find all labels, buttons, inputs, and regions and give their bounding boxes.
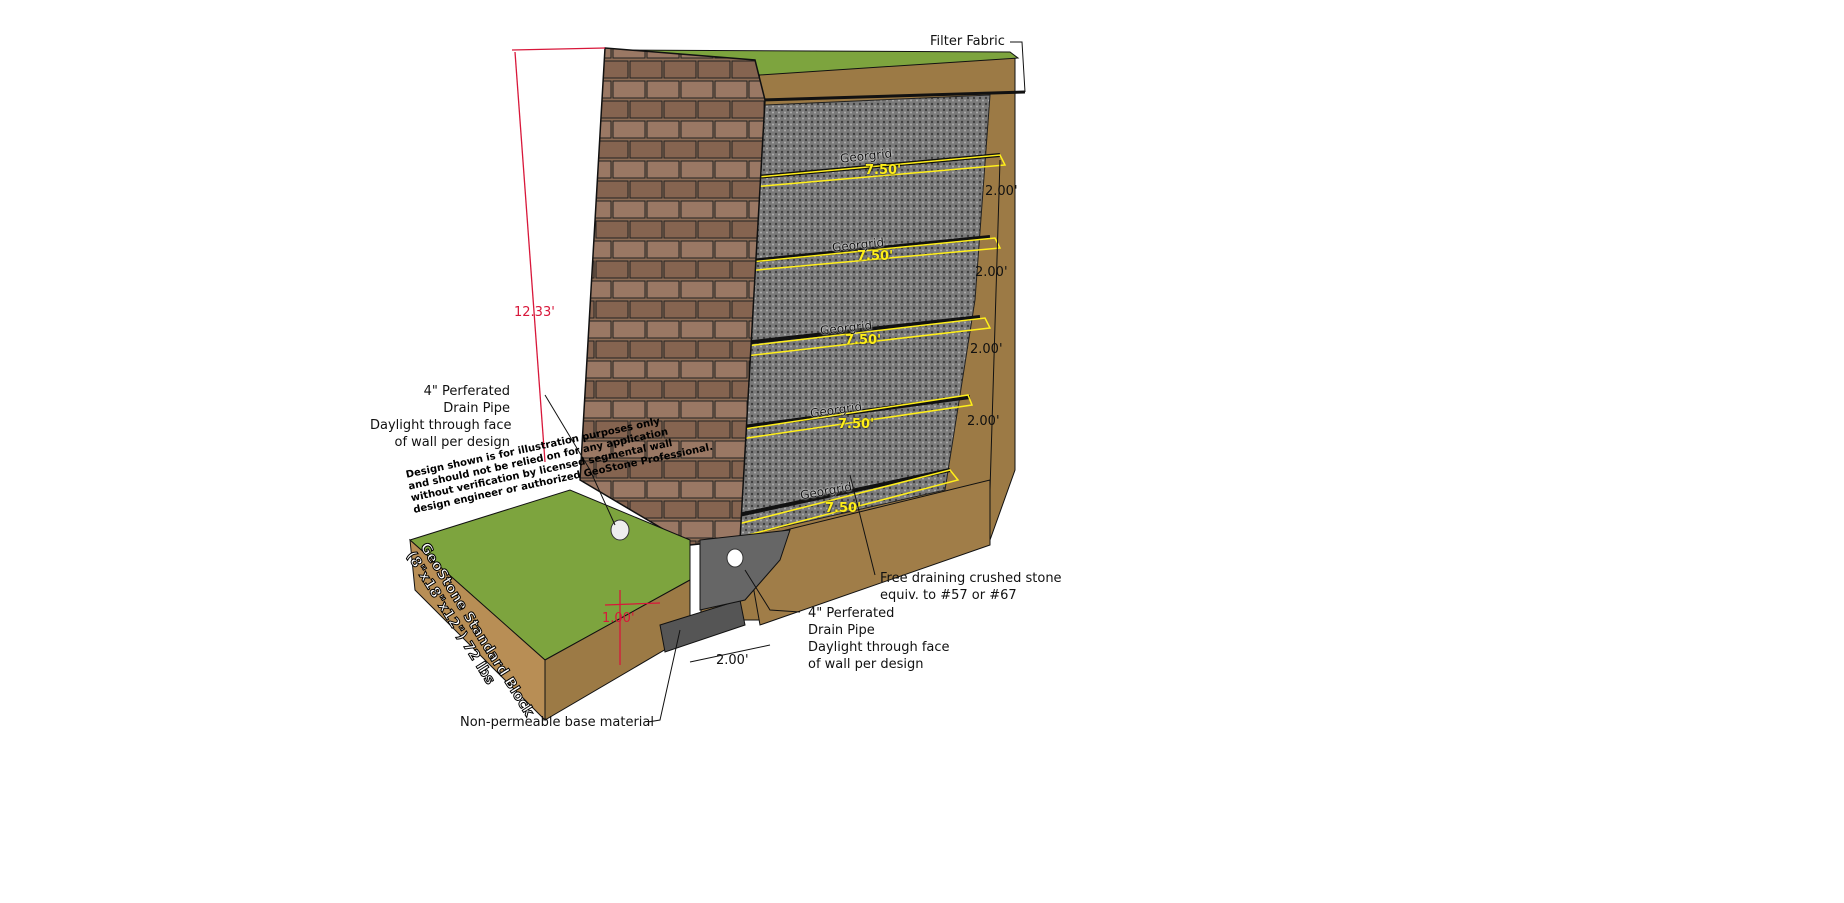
georgrid-length: 7.50' bbox=[838, 417, 875, 432]
filter-fabric bbox=[759, 90, 1026, 102]
base-material-callout: Non-permeable base material bbox=[460, 715, 654, 730]
callout-line: Drain Pipe bbox=[443, 401, 510, 416]
callout-line: equiv. to #57 or #67 bbox=[880, 588, 1017, 603]
spacing-dimension: 2.00' bbox=[985, 184, 1018, 199]
callout-line: of wall per design bbox=[394, 435, 510, 450]
callout-line: Daylight through face bbox=[370, 418, 512, 433]
georgrid-length: 7.50' bbox=[825, 501, 862, 516]
drain-pipe-back bbox=[726, 548, 744, 568]
georgrid-length: 7.50' bbox=[865, 163, 902, 178]
drain-pipe-callout-right: 4" Perferated Drain Pipe Daylight throug… bbox=[808, 605, 950, 673]
spacing-dimension: 2.00' bbox=[967, 414, 1000, 429]
crushed-stone-callout: Free draining crushed stone equiv. to #5… bbox=[880, 570, 1062, 604]
drain-pipe-front bbox=[610, 519, 630, 541]
leader-lines bbox=[544, 41, 1026, 723]
callout-line: 4" Perferated bbox=[423, 384, 510, 399]
georgrid-length: 7.50' bbox=[845, 333, 882, 348]
filter-fabric-label: Filter Fabric bbox=[930, 34, 1005, 49]
embedment-dimension: 1.00' bbox=[602, 611, 635, 626]
spacing-dimension: 2.00' bbox=[970, 342, 1003, 357]
dimension-lines bbox=[511, 47, 661, 665]
callout-line: Drain Pipe bbox=[808, 623, 875, 638]
callout-line: Daylight through face bbox=[808, 640, 950, 655]
drain-pipe-callout-left: 4" Perferated Drain Pipe Daylight throug… bbox=[370, 383, 512, 451]
georgrid-length: 7.50' bbox=[857, 249, 894, 264]
callout-line: Free draining crushed stone bbox=[880, 571, 1062, 586]
spacing-dimension: 2.00' bbox=[975, 265, 1008, 280]
callout-line: 4" Perferated bbox=[808, 606, 895, 621]
leveling-pad bbox=[659, 599, 746, 653]
callout-line: of wall per design bbox=[808, 657, 924, 672]
base-width-dimension: 2.00' bbox=[716, 653, 749, 668]
wall-height-dimension: 12.33' bbox=[514, 305, 555, 320]
retained-soil-lower bbox=[744, 479, 991, 626]
